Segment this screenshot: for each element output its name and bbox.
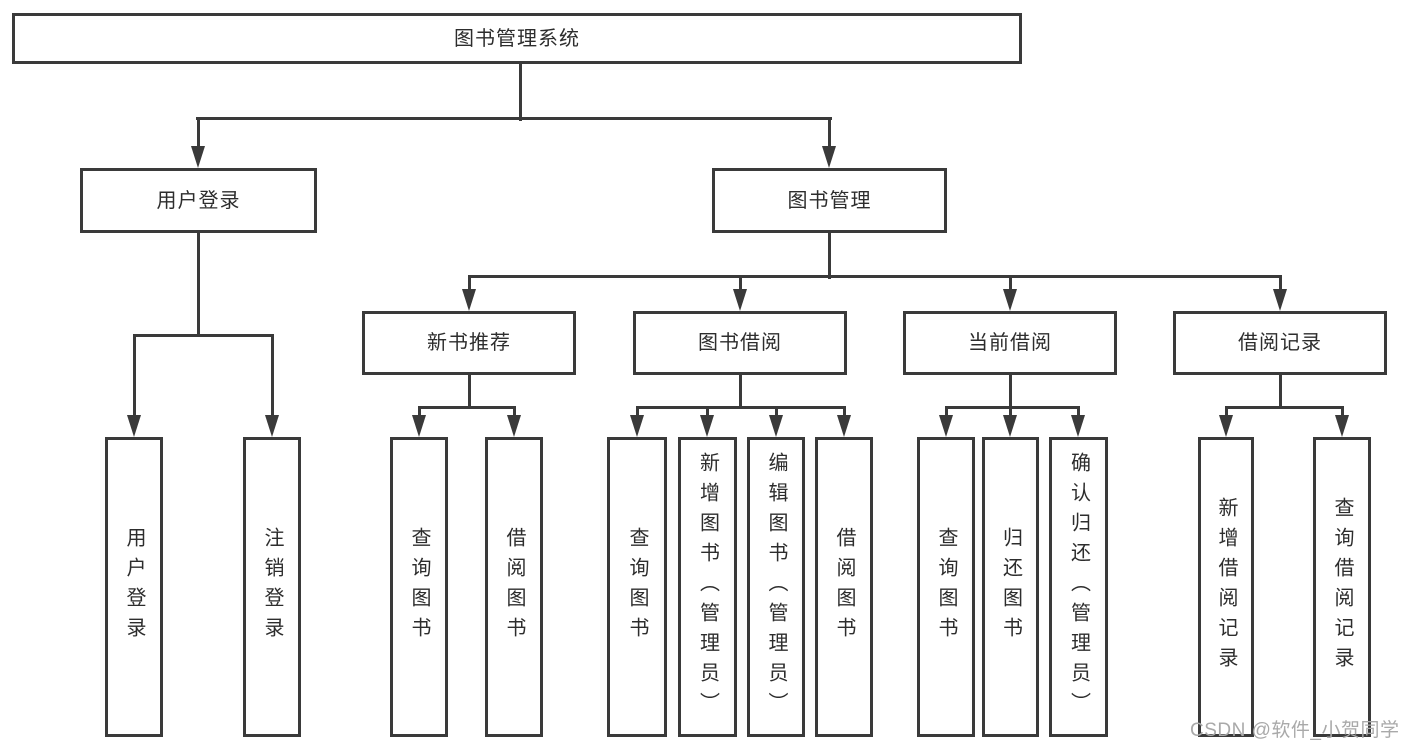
connector-line xyxy=(468,275,471,293)
node-borrow-records: 借阅记录 xyxy=(1173,311,1387,375)
connector-line xyxy=(519,63,522,121)
connector-line xyxy=(1077,406,1080,418)
connector-line xyxy=(133,334,136,418)
arrowhead-down-icon xyxy=(127,415,141,437)
node-root: 图书管理系统 xyxy=(12,13,1022,64)
arrowhead-down-icon xyxy=(1335,415,1349,437)
node-book-borrow: 图书借阅 xyxy=(633,311,847,375)
node-leaf-query-books-2: 查询图书 xyxy=(607,437,667,737)
node-leaf-confirm-return: 确认归还（管理员） xyxy=(1049,437,1108,737)
connector-line xyxy=(197,117,200,149)
node-user-login: 用户登录 xyxy=(80,168,317,233)
connector-line xyxy=(1009,275,1012,293)
connector-line xyxy=(828,232,831,279)
connector-line xyxy=(739,374,742,408)
node-label: 用户登录 xyxy=(123,527,145,647)
node-leaf-borrow-books-2: 借阅图书 xyxy=(815,437,873,737)
connector-line xyxy=(775,406,778,418)
connector-line xyxy=(196,117,832,120)
node-label: 图书管理系统 xyxy=(454,27,580,50)
connector-line xyxy=(1279,374,1282,408)
arrowhead-down-icon xyxy=(1219,415,1233,437)
node-leaf-logout: 注销登录 xyxy=(243,437,301,737)
arrowhead-down-icon xyxy=(769,415,783,437)
arrowhead-down-icon xyxy=(837,415,851,437)
connector-line xyxy=(636,406,639,418)
arrowhead-down-icon xyxy=(412,415,426,437)
arrowhead-down-icon xyxy=(1003,415,1017,437)
connector-line xyxy=(945,406,1079,409)
connector-line xyxy=(1341,406,1344,418)
arrowhead-down-icon xyxy=(265,415,279,437)
node-label: 编辑图书（管理员） xyxy=(765,452,787,722)
connector-line xyxy=(843,406,846,418)
arrowhead-down-icon xyxy=(700,415,714,437)
node-label: 新增借阅记录 xyxy=(1215,497,1237,677)
csdn-watermark: CSDN @软件_小贺同学 xyxy=(1190,720,1400,741)
arrowhead-down-icon xyxy=(191,146,205,168)
node-label: 当前借阅 xyxy=(968,332,1052,354)
connector-line xyxy=(468,374,471,408)
node-leaf-query-borrow-record: 查询借阅记录 xyxy=(1313,437,1371,737)
connector-line xyxy=(1009,374,1012,408)
connector-line xyxy=(1225,406,1228,418)
node-leaf-query-books-3: 查询图书 xyxy=(917,437,975,737)
arrowhead-down-icon xyxy=(507,415,521,437)
node-leaf-edit-book: 编辑图书（管理员） xyxy=(747,437,805,737)
connector-line xyxy=(418,406,421,418)
arrowhead-down-icon xyxy=(1273,289,1287,311)
arrowhead-down-icon xyxy=(939,415,953,437)
node-label: 新书推荐 xyxy=(427,332,511,354)
connector-line xyxy=(197,232,200,336)
arrowhead-down-icon xyxy=(1003,289,1017,311)
node-label: 查询图书 xyxy=(408,527,430,647)
node-label: 图书借阅 xyxy=(698,332,782,354)
node-leaf-borrow-books-1: 借阅图书 xyxy=(485,437,543,737)
node-leaf-return-book: 归还图书 xyxy=(982,437,1039,737)
node-current-borrow: 当前借阅 xyxy=(903,311,1117,375)
node-label: 确认归还（管理员） xyxy=(1067,452,1090,722)
node-leaf-query-books-1: 查询图书 xyxy=(390,437,448,737)
node-label: 查询借阅记录 xyxy=(1331,497,1353,677)
connector-line xyxy=(828,117,831,149)
node-label: 归还图书 xyxy=(999,527,1022,647)
node-label: 借阅图书 xyxy=(833,527,855,647)
node-label: 注销登录 xyxy=(261,527,283,647)
node-label: 查询图书 xyxy=(935,527,957,647)
connector-line xyxy=(706,406,709,418)
node-label: 借阅记录 xyxy=(1238,332,1322,354)
node-label: 用户登录 xyxy=(156,189,241,212)
connector-line xyxy=(133,334,273,337)
node-label: 新增图书（管理员） xyxy=(696,452,719,722)
connector-line xyxy=(1279,275,1282,293)
connector-line xyxy=(468,275,1282,278)
node-leaf-add-borrow-record: 新增借阅记录 xyxy=(1198,437,1254,737)
arrowhead-down-icon xyxy=(630,415,644,437)
node-leaf-add-book: 新增图书（管理员） xyxy=(678,437,737,737)
connector-line xyxy=(271,334,274,418)
connector-line xyxy=(513,406,516,418)
node-label: 借阅图书 xyxy=(503,527,525,647)
connector-line xyxy=(1225,406,1343,409)
node-label: 查询图书 xyxy=(626,527,648,647)
connector-line xyxy=(636,406,845,409)
connector-line xyxy=(418,406,515,409)
arrowhead-down-icon xyxy=(733,289,747,311)
node-book-management: 图书管理 xyxy=(712,168,947,233)
arrowhead-down-icon xyxy=(462,289,476,311)
connector-line xyxy=(739,275,742,293)
connector-line xyxy=(945,406,948,418)
arrowhead-down-icon xyxy=(822,146,836,168)
arrowhead-down-icon xyxy=(1071,415,1085,437)
node-new-book-recommend: 新书推荐 xyxy=(362,311,576,375)
node-label: 图书管理 xyxy=(787,189,872,212)
node-leaf-user-login: 用户登录 xyxy=(105,437,163,737)
connector-line xyxy=(1009,406,1012,418)
